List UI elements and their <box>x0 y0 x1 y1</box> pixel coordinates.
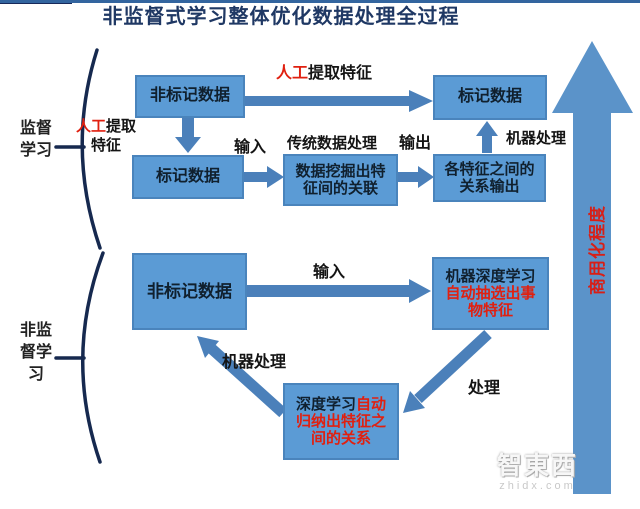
node-unlabeled-data-top: 非标记数据 <box>135 75 245 118</box>
arrow-induce-to-unlabeled-icon <box>197 336 287 418</box>
bottom-rule <box>0 0 640 3</box>
arrow-mining-to-relations-icon <box>398 166 434 188</box>
node-relations-output: 各特征之间的关系输出 <box>433 154 546 202</box>
section-label-unsupervised: 非监 督学 习 <box>19 322 52 383</box>
label-input-2: 输入 <box>313 264 346 281</box>
node-deep-learning-induce: 深度学习自动归纳出特征之间的关系 <box>283 383 399 460</box>
arrow-unlabeled-to-labeled-right-icon <box>245 90 433 112</box>
label-output-1: 输出 <box>399 135 432 152</box>
watermark: 智東西 zhidx.com <box>497 446 578 492</box>
arrow-labeled-to-mining-icon <box>244 166 284 188</box>
node-labeled-data-left: 标记数据 <box>132 155 244 199</box>
watermark-logo: 智東西 <box>497 452 579 480</box>
node-data-mining: 数据挖掘出特征间的关联 <box>283 154 398 206</box>
commercialization-axis-label: 商用化程度 <box>588 205 607 295</box>
commercialization-axis-arrow-icon <box>552 41 633 494</box>
arrow-unlabeled-bottom-to-deep-icon <box>247 279 431 303</box>
arrow-relations-up-icon <box>476 121 498 153</box>
label-machine-processing-2: 机器处理 <box>222 354 287 371</box>
arrow-deep-to-induce-icon <box>403 329 492 413</box>
label-manual-extract-left: 人工提取 特征 <box>75 118 137 154</box>
watermark-domain: zhidx.com <box>499 480 576 492</box>
label-processing: 处理 <box>468 380 501 397</box>
label-manual-extract-top: 人工提取特征 <box>276 65 373 82</box>
label-traditional-processing: 传统数据处理 <box>287 135 378 152</box>
label-machine-processing-1: 机器处理 <box>506 130 567 147</box>
node-labeled-data-right: 标记数据 <box>433 75 547 120</box>
brace-supervised <box>54 48 102 250</box>
node-machine-deep-learning: 机器深度学习自动抽选出事物特征 <box>432 257 549 330</box>
section-label-supervised: 监督 学习 <box>19 120 52 159</box>
label-input-1: 输入 <box>234 139 267 156</box>
node-unlabeled-data-bottom: 非标记数据 <box>132 253 247 330</box>
page-title: 非监督式学习整体优化数据处理全过程 <box>102 6 460 28</box>
arrow-unlabeled-down-icon <box>175 117 201 153</box>
brace-unsupervised <box>54 251 105 464</box>
